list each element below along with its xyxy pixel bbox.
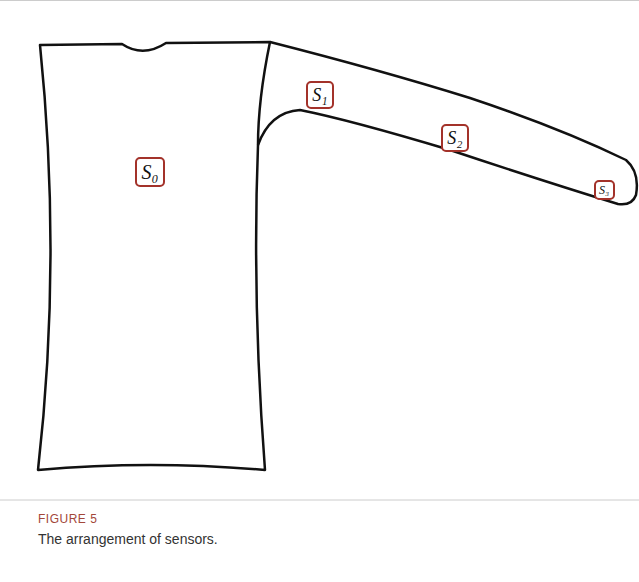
frame-line <box>0 500 639 501</box>
sensor-label: S₃ <box>599 184 609 196</box>
figure-caption: The arrangement of sensors. <box>38 531 218 547</box>
figure-number: FIGURE 5 <box>38 512 97 526</box>
shirt-sleeve <box>258 42 637 204</box>
frame-line <box>0 0 639 1</box>
sensor-box: S₀ <box>135 157 165 187</box>
shirt-torso <box>38 42 270 470</box>
sensor-label: S₁ <box>312 86 327 104</box>
sensor-box: S₁ <box>306 81 334 109</box>
sensor-label: S₂ <box>447 129 462 147</box>
sensor-label: S₀ <box>142 162 159 182</box>
sensor-box: S₃ <box>594 180 615 200</box>
sensor-box: S₂ <box>441 124 469 152</box>
